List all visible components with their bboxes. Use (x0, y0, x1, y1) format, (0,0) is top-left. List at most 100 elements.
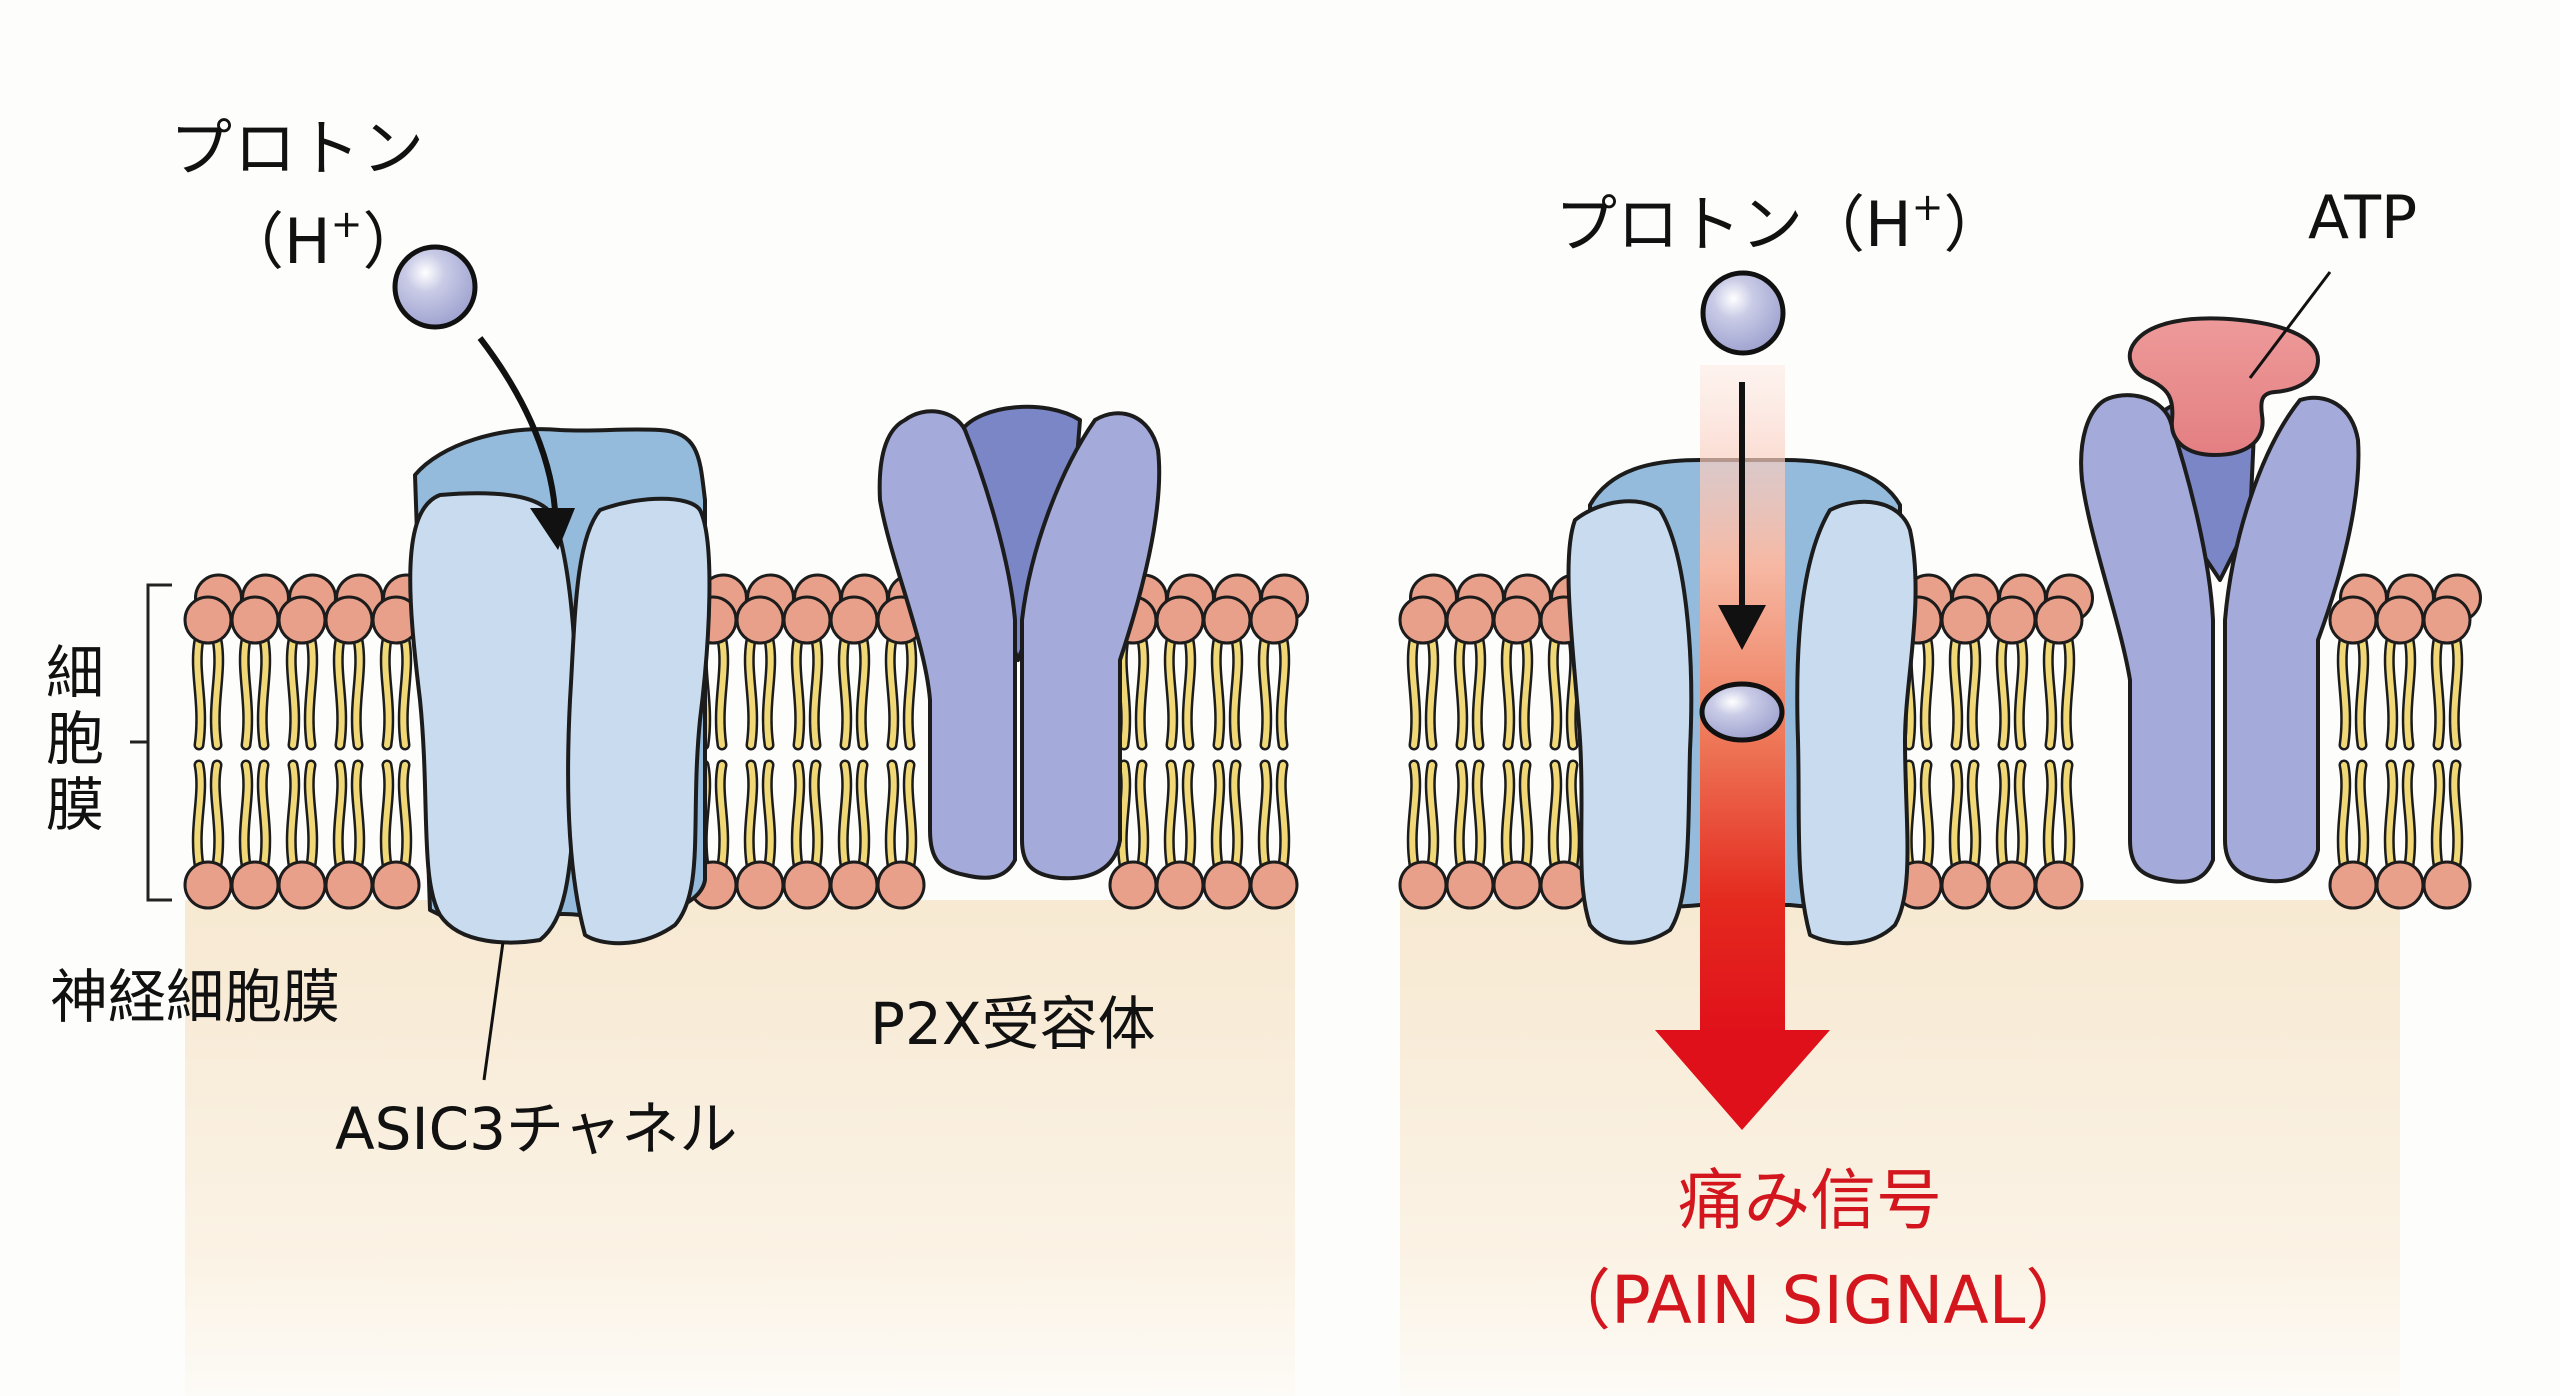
lipid-head (1940, 595, 1990, 645)
pain-signal-arrowhead (1655, 1030, 1830, 1130)
lipid-tail (1184, 637, 1194, 748)
arrowhead-icon (530, 508, 575, 550)
lipid-head (2034, 860, 2084, 910)
lipid-tail (1503, 637, 1513, 748)
lipid-head (1445, 860, 1495, 910)
cell-membrane-char: 膜 (45, 771, 104, 839)
p2x-subunit-right-right (2223, 395, 2361, 884)
lipid-head (1202, 860, 1252, 910)
lipid-tail (858, 637, 868, 748)
lipid-tail (241, 637, 251, 748)
asic3-subunit-left (408, 491, 579, 945)
proton-charge: + (1911, 185, 1944, 229)
lipid-head (1155, 595, 1205, 645)
lipid-head (324, 595, 374, 645)
lipid-tail (840, 762, 850, 868)
lipid-tail (1184, 762, 1194, 868)
lipid-head (324, 860, 374, 910)
lipid-head (230, 860, 280, 910)
lipid-tail (400, 762, 410, 868)
lipid-tail (1568, 762, 1578, 868)
lipid-tail (1969, 637, 1979, 748)
cell-membrane-label: 細 胞 膜 (40, 640, 110, 838)
lipid-tail (793, 762, 803, 868)
lipid-tail (259, 637, 269, 748)
lipid-head (876, 860, 926, 910)
lipid-tail (1137, 762, 1147, 868)
lipid-tail (811, 637, 821, 748)
lipid-head (230, 595, 280, 645)
p2x-receptor-right (2079, 393, 2361, 884)
lipid-tail (2433, 762, 2443, 868)
lipid-tail (811, 762, 821, 868)
lipid-tail (2063, 637, 2073, 748)
lipid-head (2328, 860, 2378, 910)
lipid-head (277, 860, 327, 910)
lipid-tail (1521, 762, 1531, 868)
lipid-tail (382, 762, 392, 868)
lipid-tail (1922, 762, 1932, 868)
lipid-tail (382, 637, 392, 748)
lipid-tail (1213, 762, 1223, 868)
lipid-head (2328, 595, 2378, 645)
lipid-tail (2386, 762, 2396, 868)
cell-membrane-char: 細 (45, 639, 104, 707)
lipid-tail (2045, 637, 2055, 748)
lipid-head (183, 595, 233, 645)
proton-entry-arrow-left (477, 336, 558, 511)
lipid-tail (1231, 762, 1241, 868)
lipid-head (2034, 595, 2084, 645)
lipid-tail (2451, 762, 2461, 868)
lipid-head (1492, 860, 1542, 910)
neuron-membrane-label: 神経細胞膜 (50, 963, 341, 1031)
lipid-tail (2404, 637, 2414, 748)
lipid-tail (288, 762, 298, 868)
lipid-tail (717, 637, 727, 748)
lipid-tail (2404, 762, 2414, 868)
lipid-tail (1260, 762, 1270, 868)
lipid-head (1398, 860, 1448, 910)
atp-pointer-line (2248, 271, 2332, 379)
asic3-subunit-right-open (1795, 499, 1918, 946)
lipid-tail (1409, 637, 1419, 748)
lipid-head (277, 595, 327, 645)
proton-charge: + (330, 202, 363, 246)
lipid-tail (241, 762, 251, 868)
lipid-tail (2339, 762, 2349, 868)
proton-icon-left (392, 244, 478, 330)
lipid-head (1202, 595, 1252, 645)
lipid-tail (905, 637, 915, 748)
lipid-tail (1456, 762, 1466, 868)
lipid-tail (288, 637, 298, 748)
lipid-tail (2357, 762, 2367, 868)
lipid-tail (2386, 637, 2396, 748)
lipid-head (2375, 595, 2425, 645)
lipid-tail (259, 762, 269, 868)
lipid-tail (2063, 762, 2073, 868)
proton-label-right: プロトン（H+） (1555, 188, 2005, 256)
lipid-head (829, 860, 879, 910)
lipid-tail (1213, 637, 1223, 748)
lipid-tail (1969, 762, 1979, 868)
lipid-head (2375, 860, 2425, 910)
lipid-tail (1550, 762, 1560, 868)
lipid-tail (2357, 637, 2367, 748)
proton-symbol-close: ） (362, 205, 425, 278)
lipid-head (735, 595, 785, 645)
proton-label-text: プロトン（H (1555, 188, 1912, 261)
lipid-tail (212, 762, 222, 868)
p2x-subunit-right (1020, 411, 1162, 881)
cytoplasm-right (1400, 900, 2400, 1396)
proton-icon-right (1700, 270, 1786, 356)
lipid-head (1492, 595, 1542, 645)
lipid-head (1940, 860, 1990, 910)
lipid-tail (1474, 637, 1484, 748)
lipid-tail (1427, 637, 1437, 748)
lipid-head (371, 860, 421, 910)
lipid-tail (1521, 637, 1531, 748)
cytoplasm-left (185, 900, 1295, 1396)
lipid-head (1108, 860, 1158, 910)
lipid-head (1987, 595, 2037, 645)
arrowhead-icon (1718, 605, 1766, 650)
lipid-tail (764, 762, 774, 868)
